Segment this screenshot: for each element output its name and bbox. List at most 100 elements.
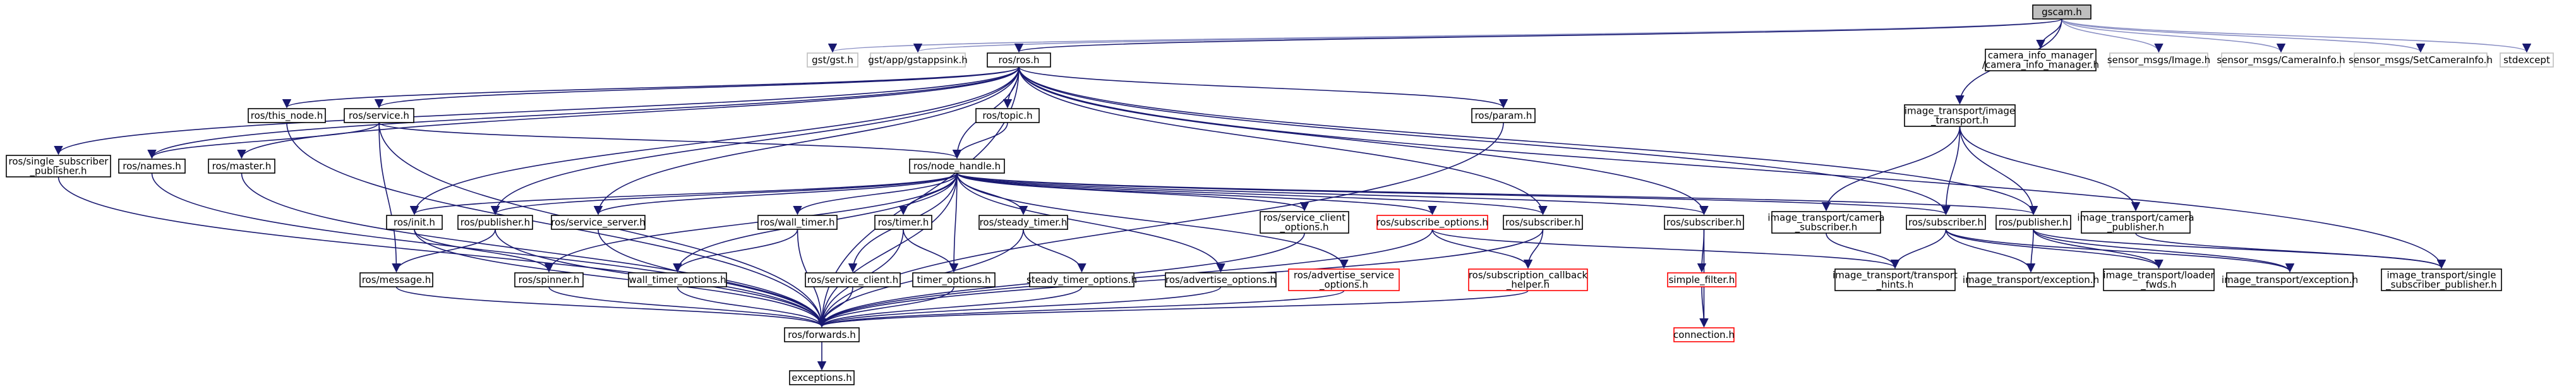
node-ros-advertise-service-options-h[interactable]: ros/advertise_service_options.h <box>1288 268 1400 291</box>
node-ros-steady-timer-h[interactable]: ros/steady_timer.h <box>978 215 1068 230</box>
node-box <box>789 370 855 385</box>
node-label: ros/service_client <box>1263 212 1345 224</box>
node-label: simple_filter.h <box>1669 274 1735 286</box>
node-box <box>1165 272 1277 287</box>
node-box <box>1904 104 2016 127</box>
node-box <box>2354 52 2488 68</box>
node-label: _subscriber.h <box>1795 222 1858 234</box>
node-label: _transport.h <box>1930 115 1989 127</box>
node-box <box>344 108 414 123</box>
node-box <box>248 108 326 123</box>
node-label: image_transport/single <box>2387 270 2496 282</box>
node-box <box>2081 211 2191 234</box>
node-simple-filter-h[interactable]: simple_filter.h <box>1667 272 1736 287</box>
node-box <box>2221 52 2341 68</box>
node-ros-subscribe-options-h[interactable]: ros/subscribe_options.h <box>1376 215 1488 230</box>
node-ros-timer-h[interactable]: ros/timer.h <box>874 215 932 230</box>
node-it-subscriber-h[interactable]: ros/subscriber.h <box>1906 215 1986 230</box>
node-ros-init-h[interactable]: ros/init.h <box>386 215 443 230</box>
node-ros-service-client-h[interactable]: ros/service_client.h <box>805 272 901 287</box>
node-label: _options.h <box>1279 222 1328 234</box>
edge-gscam-h-to-stdexcept <box>2061 18 2531 53</box>
edge-it-publisher-h-to-it-exception-h-a <box>2026 229 2036 273</box>
node-box <box>2109 52 2208 68</box>
edge-ros-master-h-to-ros-forwards-h <box>241 172 827 328</box>
node-sensor-setcamerainfo-h[interactable]: sensor_msgs/SetCameraInfo.h <box>2349 52 2493 68</box>
node-ros-service-server-h[interactable]: ros/service_server.h <box>551 215 646 230</box>
edge-ros-ros-h-to-ros-param-h <box>1018 66 1508 109</box>
node-box <box>874 215 932 230</box>
edge-gscam-h-to-camera-info-manager-h <box>2036 18 2062 49</box>
edge-ros-node-handle-h-to-ros-forwards-h <box>817 172 958 328</box>
dependency-edges <box>54 18 2531 371</box>
node-ros-subscription-callback-helper-h[interactable]: ros/subscription_callback_helper.h <box>1468 268 1588 291</box>
node-label: ros/timer.h <box>878 217 929 228</box>
node-box <box>805 272 901 287</box>
edge-ros-subscription-callback-helper-h-to-ros-forwards-h <box>817 290 1529 328</box>
node-camera-info-manager-h[interactable]: camera_info_manager/camera_info_manager.… <box>1982 49 2099 71</box>
node-sensor-image-h[interactable]: sensor_msgs/Image.h <box>2107 52 2210 68</box>
node-it-transport-hints-h[interactable]: image_transport/transport_hints.h <box>1833 268 1958 291</box>
node-ros-wall-timer-h[interactable]: ros/wall_timer.h <box>757 215 838 230</box>
node-label: _fwds.h <box>2140 279 2176 291</box>
node-image-transport-h[interactable]: image_transport/image_transport.h <box>1904 104 2016 127</box>
node-gscam-h[interactable]: gscam.h <box>2032 4 2091 20</box>
edge-ros-service-h-to-ros-node-handle-h <box>378 122 961 159</box>
node-gst-gst-h[interactable]: gst/gst.h <box>807 52 858 68</box>
node-label: ros/service.h <box>349 110 409 121</box>
node-gst-app-h[interactable]: gst/app/gstappsink.h <box>868 52 968 68</box>
edge-ros-ros-h-to-ros-init-h <box>409 66 1020 215</box>
edge-wall-timer-options-h-to-ros-forwards-h <box>677 286 827 328</box>
node-it-publisher-h[interactable]: ros/publisher.h <box>1995 215 2071 230</box>
node-it-single-sub-pub-h[interactable]: image_transport/single_subscriber_publis… <box>2381 268 2502 291</box>
node-ros-topic-h[interactable]: ros/topic.h <box>975 108 1040 123</box>
node-label: image_transport/camera <box>2077 212 2194 224</box>
node-ros-node-handle-h[interactable]: ros/node_handle.h <box>909 159 1005 174</box>
node-ros-this-node-h[interactable]: ros/this_node.h <box>248 108 326 123</box>
node-ros-param-h[interactable]: ros/param.h <box>1471 108 1536 123</box>
node-it-exception-h-a[interactable]: image_transport/exception.h <box>1963 272 2099 287</box>
node-ros-single-sub-pub-h[interactable]: ros/single_subscriber_publisher.h <box>6 155 111 177</box>
node-ros-master-h[interactable]: ros/master.h <box>208 159 275 174</box>
node-label: ros/ros.h <box>999 54 1040 66</box>
node-it-exception-h-b[interactable]: image_transport/exception.h <box>2222 272 2358 287</box>
node-ros-service-h[interactable]: ros/service.h <box>344 108 414 123</box>
node-box <box>1667 272 1736 287</box>
node-steady-timer-options-h[interactable]: steady_timer_options.h <box>1026 272 1137 287</box>
edge-ros-subscribe-options-h-to-it-transport-hints-h <box>1431 229 1899 269</box>
node-ros-spinner-h[interactable]: ros/spinner.h <box>514 272 584 287</box>
node-label: camera_info_manager <box>1988 50 2094 62</box>
node-label: ros/single_subscriber <box>9 156 109 168</box>
node-label: ros/subscription_callback <box>1469 270 1588 282</box>
node-box <box>359 272 433 287</box>
node-ros-advertise-options-h[interactable]: ros/advertise_options.h <box>1165 272 1277 287</box>
node-ros-message-h[interactable]: ros/message.h <box>359 272 433 287</box>
node-it-camera-publisher-h[interactable]: image_transport/camera_publisher.h <box>2077 211 2194 234</box>
node-stdexcept[interactable]: stdexcept <box>2500 52 2554 68</box>
node-ros-subscriber-h-b[interactable]: ros/subscriber.h <box>1664 215 1744 230</box>
node-exceptions-h[interactable]: exceptions.h <box>789 370 855 385</box>
node-box <box>386 215 443 230</box>
node-ros-publisher-h[interactable]: ros/publisher.h <box>457 215 533 230</box>
node-box <box>1771 211 1881 234</box>
node-it-loader-fwds-h[interactable]: image_transport/loader_fwds.h <box>2103 268 2215 291</box>
node-box <box>1288 268 1400 291</box>
edge-ros-node-handle-h-to-timer-options-h <box>949 172 959 273</box>
node-sensor-camerainfo-h[interactable]: sensor_msgs/CameraInfo.h <box>2217 52 2345 68</box>
node-label: ros/master.h <box>212 160 272 172</box>
node-ros-forwards-h[interactable]: ros/forwards.h <box>784 327 860 342</box>
node-connection-h[interactable]: connection.h <box>1673 327 1735 342</box>
node-timer-options-h[interactable]: timer_options.h <box>912 272 996 287</box>
node-label: image_transport/camera <box>1767 212 1884 224</box>
edge-ros-init-h-to-ros-spinner-h <box>414 229 554 273</box>
node-ros-names-h[interactable]: ros/names.h <box>118 159 186 174</box>
node-label: image_transport/exception.h <box>2222 274 2358 286</box>
node-ros-service-client-options-h[interactable]: ros/service_client_options.h <box>1260 211 1349 234</box>
edge-ros-ros-h-to-ros-this-node-h <box>282 66 1020 109</box>
node-wall-timer-options-h[interactable]: wall_timer_options.h <box>628 272 727 287</box>
edge-ros-ros-h-to-it-subscriber-h <box>1018 66 1951 215</box>
node-ros-subscriber-h-a[interactable]: ros/subscriber.h <box>1503 215 1583 230</box>
node-ros-ros-h[interactable]: ros/ros.h <box>987 52 1051 68</box>
node-it-camera-subscriber-h[interactable]: image_transport/camera_subscriber.h <box>1767 211 1885 234</box>
edge-ros-ros-h-to-ros-service-h <box>375 66 1020 109</box>
